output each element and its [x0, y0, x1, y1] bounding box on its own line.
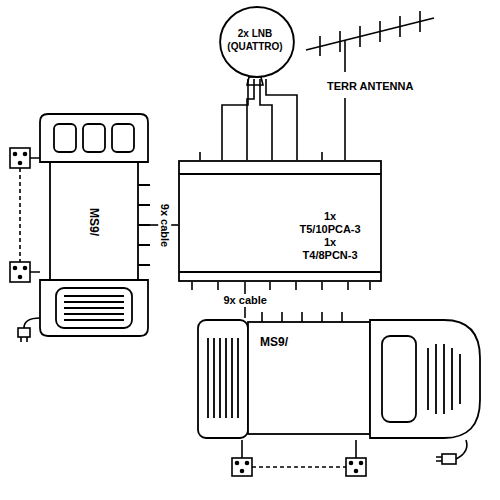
text-group: 1xT5/10PCA-31xT4/8PCN-3 — [300, 210, 361, 262]
terrestrial-antenna-outline — [320, 11, 420, 56]
text-group: MS9/ — [87, 208, 101, 236]
power-sockets-left — [19, 162, 22, 165]
cable-label: 9x cable — [158, 201, 171, 248]
power-sockets-bottom — [442, 454, 456, 464]
multiswitch-unit-outline — [40, 114, 148, 336]
power-sockets-bottom — [241, 470, 244, 473]
multiswitch-unit-outline — [428, 344, 460, 414]
cable-label: 9x cable — [222, 294, 269, 307]
lnb-circle: 2x LNB (QUATTRO) — [218, 5, 296, 79]
power-sockets-left — [14, 267, 17, 270]
text-group: MS9/ — [260, 335, 288, 349]
switch-stubs — [200, 152, 322, 160]
multiswitch-unit-outline — [208, 338, 238, 418]
power-sockets-left — [10, 148, 30, 168]
multiswitch-unit-outline — [196, 318, 482, 440]
multiswitch-unit-outline — [40, 162, 148, 280]
multiswitch-box-outline — [179, 161, 381, 281]
power-sockets-bottom — [236, 462, 239, 465]
multiswitch-unit-outline — [40, 114, 150, 336]
multiswitch-unit-outline — [370, 320, 480, 438]
power-sockets-left — [24, 318, 40, 328]
cable-line — [344, 98, 346, 160]
power-sockets-left — [14, 153, 17, 156]
power-sockets-bottom — [350, 462, 353, 465]
cable-line — [222, 79, 248, 160]
power-sockets-bottom — [252, 466, 346, 468]
power-sockets-left — [19, 276, 22, 279]
power-sockets-bottom — [246, 462, 249, 465]
power-sockets-left — [21, 337, 27, 342]
node-label: 1x — [300, 236, 361, 249]
terrestrial-antenna-outline — [306, 11, 434, 72]
multiswitch-box: 1xT5/10PCA-31xT4/8PCN-3 — [178, 160, 382, 282]
power-sockets-bottom — [232, 458, 252, 476]
power-sockets-bottom — [242, 440, 356, 458]
power-sockets-bottom — [456, 440, 467, 459]
multiswitch-unit-outline — [54, 124, 76, 152]
power-sockets-bottom — [346, 458, 366, 476]
multiswitch-box-outline — [178, 160, 382, 282]
node-label: T4/8PCN-3 — [300, 249, 361, 262]
cable-line — [266, 79, 297, 160]
multiswitch-unit-outline — [198, 320, 248, 438]
node-label: TERR ANTENNA — [327, 80, 413, 93]
multiswitch-unit: MS9/ — [38, 112, 150, 338]
wiring-illustration — [10, 77, 467, 476]
power-sockets-bottom — [436, 457, 442, 461]
power-sockets-left — [10, 148, 40, 342]
lnb-circle-outline — [220, 7, 294, 77]
text-group: 2x LNB (QUATTRO) — [220, 27, 290, 53]
multiswitch-unit-outline — [248, 322, 370, 434]
power-sockets-bottom — [232, 440, 467, 476]
multiswitch-unit-outline — [56, 288, 132, 328]
power-sockets-bottom — [355, 470, 358, 473]
multiswitch-unit-outline — [112, 124, 134, 152]
node-label: 2x LNB (QUATTRO) — [220, 27, 290, 53]
node-label: MS9/ — [260, 335, 288, 349]
terrestrial-antenna: TERR ANTENNA — [300, 4, 440, 98]
multiswitch-box-outline — [179, 174, 381, 272]
multiswitch-unit-outline — [198, 320, 480, 438]
multiswitch-unit-outline — [382, 336, 416, 422]
power-sockets-left — [24, 267, 27, 270]
power-sockets-bottom — [360, 462, 363, 465]
node-label: MS9/ — [87, 208, 101, 236]
cable-line — [247, 79, 254, 160]
node-label: 1x — [300, 210, 361, 223]
multiswitch-box-outline — [179, 161, 381, 281]
input-stubs-bottom-unit — [262, 312, 342, 322]
multiswitch-unit-outline — [83, 124, 105, 152]
power-sockets-left — [19, 168, 21, 262]
multiswitch-unit-outline — [64, 296, 124, 320]
multiswitch-unit: MS9/ — [196, 318, 482, 440]
power-sockets-left — [24, 153, 27, 156]
terrestrial-antenna-outline — [344, 40, 346, 72]
power-sockets-left — [30, 158, 40, 272]
multiswitch-unit-outline — [138, 185, 150, 265]
switch-stubs — [192, 282, 370, 290]
power-sockets-left — [18, 328, 30, 337]
node-label: T5/10PCA-3 — [300, 223, 361, 236]
text-group: TERR ANTENNA — [327, 80, 413, 93]
power-sockets-left — [10, 262, 30, 282]
input-stubs-bottom-unit — [262, 312, 342, 322]
terrestrial-antenna-outline — [306, 18, 434, 50]
